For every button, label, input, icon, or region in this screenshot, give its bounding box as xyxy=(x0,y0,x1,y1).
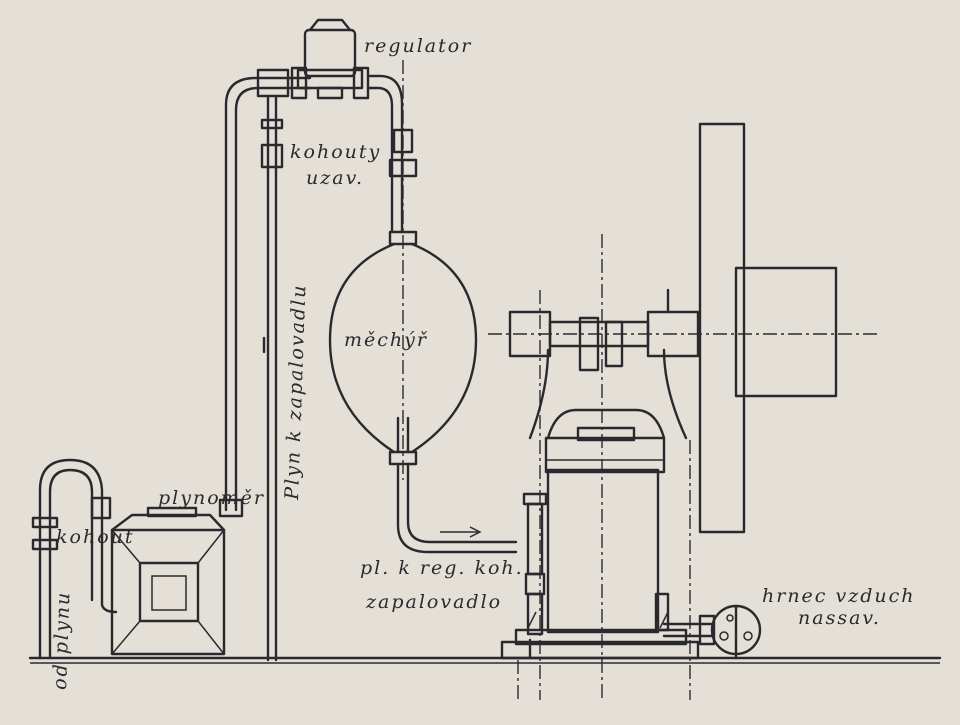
label-regulator: regulator xyxy=(364,35,472,57)
label-mechyr: měchýř xyxy=(344,329,428,351)
label-nassav: nassav. xyxy=(798,607,881,629)
bladder-outlet-pipe xyxy=(396,462,518,554)
label-plynomer: plynoměr xyxy=(158,487,265,509)
label-kohouty: kohouty xyxy=(290,141,381,163)
label-kohout: kohout xyxy=(56,526,135,548)
label-plyn-k-zapalovadlu: Plyn k zapalovadlu xyxy=(281,283,311,501)
label-od-plynu: od plynu xyxy=(49,590,74,690)
gas-inlet-pipe xyxy=(31,458,118,660)
label-uzav: uzav. xyxy=(306,167,364,189)
ground-line xyxy=(28,656,942,664)
engine xyxy=(500,288,700,660)
igniter-gas-pipe xyxy=(260,94,284,662)
gas-meter xyxy=(110,506,226,656)
label-hrnec-vzduch: hrnec vzduch xyxy=(762,585,916,607)
air-intake-pot xyxy=(662,604,762,660)
igniter xyxy=(522,492,548,660)
flywheel xyxy=(698,122,838,534)
label-pl-k-reg-koh: pl. k reg. koh. xyxy=(360,557,524,579)
regulator xyxy=(296,18,370,100)
gas-bladder xyxy=(328,60,478,480)
centerlines xyxy=(488,234,880,700)
label-zapalovadlo: zapalovadlo xyxy=(365,591,502,613)
riser-pipe xyxy=(218,66,312,518)
